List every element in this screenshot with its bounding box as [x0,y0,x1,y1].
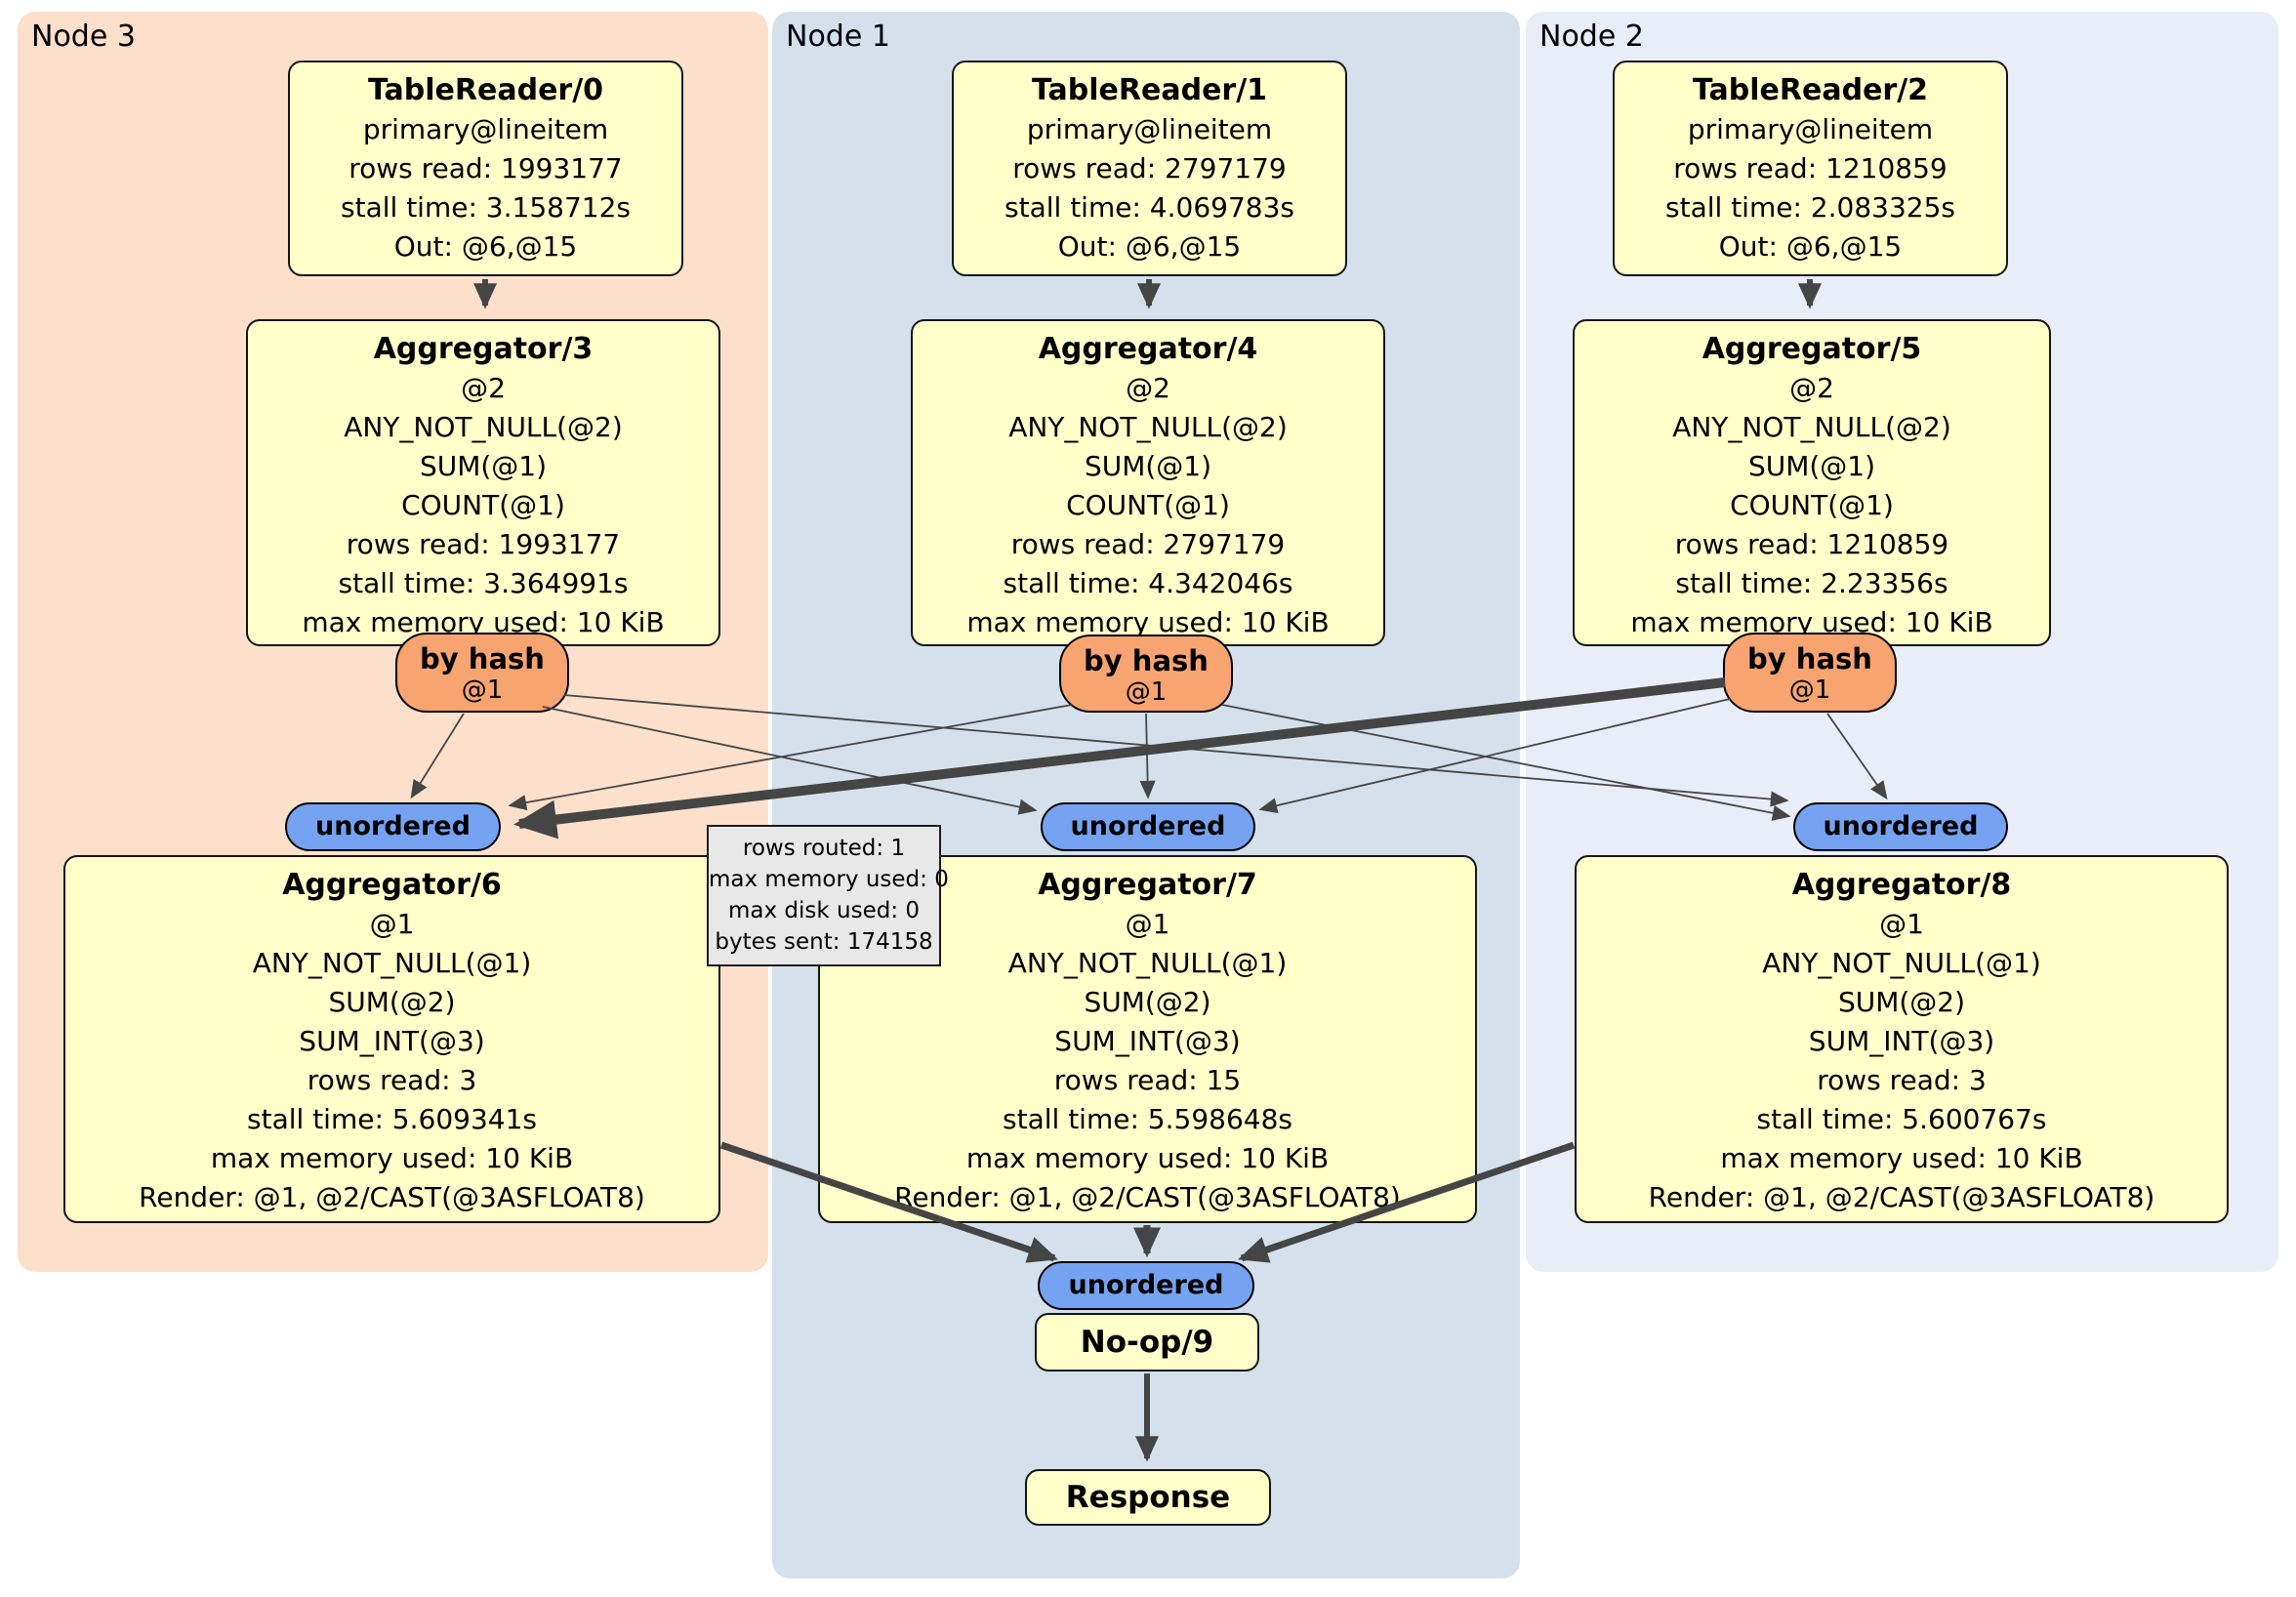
region-node2-label: Node 2 [1539,20,1644,54]
node-response[interactable]: Response [1025,1469,1271,1526]
node-noop-9[interactable]: No-op/9 [1035,1313,1259,1372]
node-title: TableReader/0 [367,73,604,107]
router-key: @1 [1125,677,1168,707]
region-node1-label: Node 1 [786,20,890,54]
region-node3-label: Node 3 [31,20,136,54]
node-title: No-op/9 [1080,1325,1214,1360]
sync-unordered-node2[interactable]: unordered [1793,802,2008,851]
router-key: @1 [1788,676,1831,705]
sync-label: unordered [315,811,471,841]
node-title: Aggregator/8 [1791,868,2012,902]
sync-unordered-node3[interactable]: unordered [285,802,501,851]
sync-unordered-node1[interactable]: unordered [1041,802,1255,851]
sync-label: unordered [1068,1270,1224,1300]
node-title: Response [1065,1480,1231,1515]
router-label: by hash [420,642,545,676]
node-title: Aggregator/5 [1702,332,1922,366]
sync-label: unordered [1070,811,1226,841]
sync-label: unordered [1823,811,1979,841]
router-label: by hash [1747,642,1872,676]
router-key: @1 [461,676,504,705]
sync-unordered-final[interactable]: unordered [1038,1261,1254,1310]
node-title: Aggregator/3 [373,332,594,366]
node-title: TableReader/1 [1031,73,1268,107]
node-title: Aggregator/6 [282,868,502,902]
router-by-hash-node1[interactable]: by hash @1 [1059,635,1233,713]
node-title: TableReader/2 [1692,73,1929,107]
router-by-hash-node3[interactable]: by hash @1 [395,633,569,713]
router-label: by hash [1084,644,1209,677]
router-by-hash-node2[interactable]: by hash @1 [1723,633,1897,713]
node-title: Aggregator/4 [1038,332,1258,366]
node-title: Aggregator/7 [1038,868,1257,902]
